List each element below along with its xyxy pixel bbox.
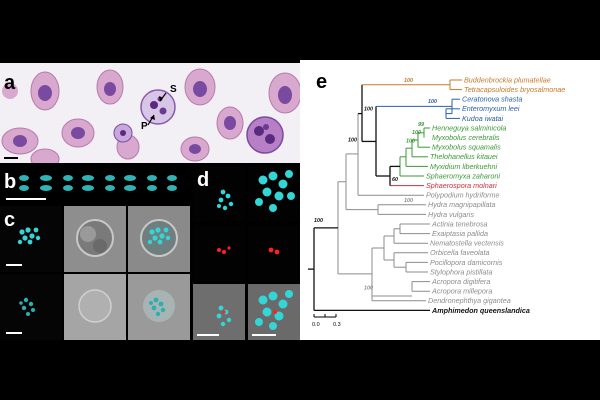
- taxon-label: Enteromyxum leei: [462, 104, 520, 113]
- scale-bar-d-right: [252, 334, 276, 336]
- taxon-label: Kudoa iwatai: [462, 114, 504, 123]
- bootstrap-value: 100: [406, 138, 415, 144]
- taxon-label: Ceratonova shasta: [462, 95, 522, 104]
- taxon-label: Sphaerospora molnari: [426, 181, 497, 190]
- bootstrap-value: 100: [364, 285, 373, 291]
- tree-branches: [308, 79, 462, 312]
- taxon-label: Myxidium liberkuehni: [430, 162, 498, 171]
- panel-a-blood-smear: a S P: [0, 63, 300, 163]
- bootstrap-value: 100: [404, 78, 413, 84]
- scale-start-label: 0.0: [312, 322, 320, 328]
- taxon-label: Sphaeromyxa zaharoni: [426, 171, 500, 180]
- taxon-label: Acropora millepora: [431, 287, 492, 296]
- nuclei-chain-image: [19, 175, 177, 191]
- taxon-label: Pocillopora damicornis: [430, 258, 503, 267]
- taxon-label: Hydra vulgaris: [428, 210, 474, 219]
- panel-b-nuclei-chain: b: [0, 166, 190, 204]
- panel-label-b: b: [4, 171, 17, 193]
- blood-smear-image: [1, 68, 300, 163]
- taxon-label: Myxobolus cerebralis: [432, 133, 500, 142]
- panel-label-e: e: [316, 71, 327, 93]
- bootstrap-value: 100: [348, 137, 357, 143]
- taxon-label: Myxobolus squamalis: [432, 143, 501, 152]
- scale-bar-a: [4, 157, 18, 159]
- bootstrap-value: 100: [412, 130, 421, 136]
- panel-label-a: a: [4, 72, 16, 94]
- taxon-label: Orbicella faveolata: [430, 248, 490, 257]
- phylogenetic-tree: e Buddenbrockia plumatellaeTetracapsuloi…: [308, 71, 565, 328]
- taxon-label: Dendronephthya gigantea: [428, 296, 511, 305]
- scale-bar-b: [6, 198, 46, 200]
- tree-scale-bar: 0.0 0.3: [312, 314, 341, 328]
- annotation-p: P: [141, 121, 148, 132]
- panel-d-fluorescence: d: [193, 166, 300, 340]
- taxon-label: Stylophora pistillata: [430, 267, 492, 276]
- panel-d-image-grid: [193, 166, 300, 340]
- panel-label-c: c: [4, 209, 16, 231]
- taxon-label: Tetracapsuloides bryosalmonae: [464, 85, 565, 94]
- scale-bar-c-bottom: [6, 332, 22, 334]
- bootstrap-value: 100: [404, 198, 413, 204]
- taxon-label: Nematostella vectensis: [430, 239, 504, 248]
- taxon-label: Amphimedon queenslandica: [431, 306, 530, 315]
- taxon-label: Thelohanellus kitauei: [430, 152, 498, 161]
- bootstrap-value: 60: [392, 177, 398, 183]
- bootstrap-value: 99: [418, 122, 424, 128]
- annotation-s: S: [170, 84, 177, 95]
- bootstrap-value: 100: [364, 107, 373, 113]
- tree-tip-labels: Buddenbrockia plumatellaeTetracapsuloide…: [426, 75, 565, 314]
- taxon-label: Hydra magnipapillata: [428, 200, 496, 209]
- bootstrap-value: 100: [314, 218, 323, 224]
- bootstrap-value: 100: [428, 99, 437, 105]
- scale-bar-d-left: [197, 334, 219, 336]
- tree-support-values: 100 100 100 99 100 100 60 100 100 100 100: [314, 78, 437, 291]
- taxon-label: Exaiptasia pallida: [432, 229, 488, 238]
- scale-end-label: 0.3: [333, 322, 341, 328]
- panel-label-d: d: [197, 169, 210, 191]
- panel-c-image-grid: [0, 206, 190, 340]
- taxon-label: Actinia tenebrosa: [431, 219, 488, 228]
- taxon-label: Acropora digitifera: [431, 277, 490, 286]
- panel-c-fluorescence-dic: c: [0, 206, 190, 340]
- taxon-label: Henneguya salminicola: [432, 123, 506, 132]
- taxon-label: Polypodium hydriforme: [426, 191, 500, 200]
- scale-bar-c-top: [6, 264, 22, 266]
- taxon-label: Buddenbrockia plumatellae: [464, 75, 551, 84]
